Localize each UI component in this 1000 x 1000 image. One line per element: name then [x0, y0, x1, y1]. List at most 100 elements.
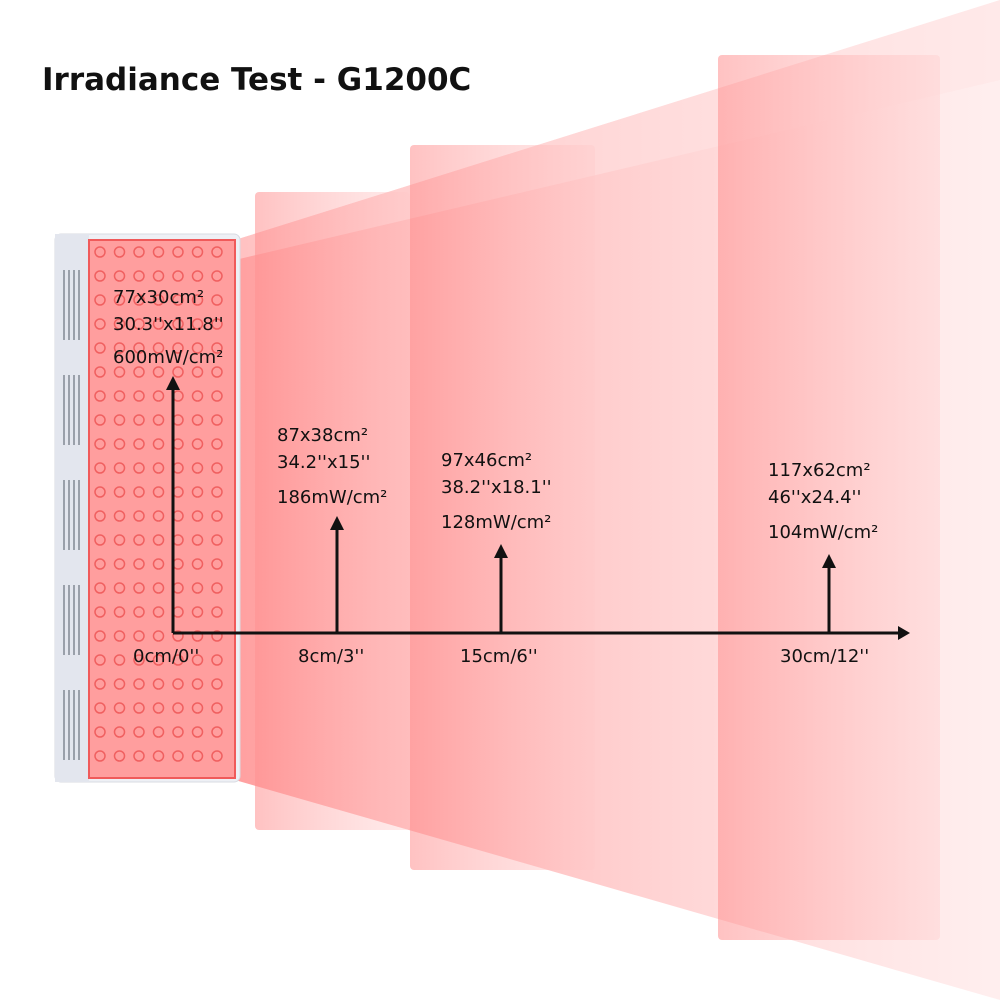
led-icon — [211, 630, 223, 642]
led-icon — [133, 726, 145, 738]
led-icon — [211, 438, 223, 450]
led-icon — [113, 414, 126, 426]
led-icon — [191, 414, 204, 426]
vent-slot — [73, 690, 75, 760]
plane-15cm — [410, 145, 595, 870]
vent-slot — [63, 375, 65, 445]
distance-2: 15cm/6'' — [460, 646, 538, 667]
led-icon — [191, 750, 204, 762]
led-icon — [133, 366, 145, 378]
led-icon — [113, 534, 126, 546]
vent-slot — [68, 375, 70, 445]
led-icon — [113, 558, 126, 570]
led-icon — [113, 462, 126, 474]
vent-slot — [73, 585, 75, 655]
led-icon — [133, 510, 145, 522]
led-icon — [211, 342, 223, 354]
led-icon — [152, 606, 165, 618]
led-icon — [191, 246, 204, 258]
led-icon — [94, 534, 106, 546]
area-cm-1: 87x38cm² — [277, 425, 369, 446]
area-cm-3: 117x62cm² — [768, 460, 871, 481]
led-icon — [172, 270, 184, 282]
led-icon — [94, 438, 106, 450]
distance-0: 0cm/0'' — [133, 646, 200, 667]
led-icon — [172, 342, 184, 354]
led-icon — [191, 462, 204, 474]
led-icon — [211, 534, 223, 546]
area-in-2: 38.2''x18.1'' — [441, 477, 552, 498]
led-icon — [191, 630, 204, 642]
led-icon — [172, 654, 184, 666]
led-icon — [152, 750, 165, 762]
area-cm-0: 77x30cm² — [113, 287, 205, 308]
led-icon — [191, 486, 204, 498]
led-icon — [211, 750, 223, 762]
led-icon — [191, 510, 204, 522]
vent-slot — [78, 270, 80, 340]
area-cm-2: 97x46cm² — [441, 450, 533, 471]
led-icon — [113, 246, 126, 258]
led-icon — [152, 294, 165, 306]
area-in-3: 46''x24.4'' — [768, 487, 862, 508]
led-icon — [94, 414, 106, 426]
led-icon — [172, 630, 184, 642]
led-icon — [133, 318, 145, 330]
led-icon — [152, 510, 165, 522]
led-icon — [172, 246, 184, 258]
led-icon — [211, 606, 223, 618]
led-icon — [133, 750, 145, 762]
led-icon — [211, 558, 223, 570]
led-icon — [94, 678, 106, 690]
led-icon — [152, 366, 165, 378]
led-icon — [152, 246, 165, 258]
led-icon — [94, 510, 106, 522]
led-icon — [211, 702, 223, 714]
led-icon — [133, 270, 145, 282]
vent-slot — [78, 375, 80, 445]
irradiance-0: 600mW/cm² — [113, 347, 224, 368]
led-icon — [211, 486, 223, 498]
plane-8cm — [255, 192, 410, 830]
led-icon — [152, 558, 165, 570]
vent-slot — [78, 480, 80, 550]
page-title: Irradiance Test - G1200C — [42, 62, 472, 98]
led-icon — [133, 438, 145, 450]
led-icon — [133, 558, 145, 570]
vent-slot — [78, 690, 80, 760]
led-icon — [94, 654, 106, 666]
led-icon — [191, 678, 204, 690]
led-icon — [191, 582, 204, 594]
led-icon — [152, 390, 165, 402]
led-icon — [94, 294, 106, 306]
led-icon — [191, 294, 204, 306]
distance-axis — [166, 376, 910, 640]
vent-slot — [63, 585, 65, 655]
led-icon — [172, 318, 184, 330]
led-icon — [133, 534, 145, 546]
led-icon — [152, 342, 165, 354]
led-icon — [211, 414, 223, 426]
led-icon — [211, 270, 223, 282]
vent-slot — [68, 690, 70, 760]
led-icon — [191, 606, 204, 618]
led-icon — [113, 390, 126, 402]
led-icon — [94, 486, 106, 498]
plane-30cm — [718, 55, 940, 940]
led-icon — [172, 678, 184, 690]
led-icon — [94, 318, 106, 330]
led-icon — [113, 750, 126, 762]
led-icon — [94, 702, 106, 714]
led-icon — [133, 630, 145, 642]
led-icon — [113, 702, 126, 714]
led-icon — [113, 342, 126, 354]
led-icon — [191, 342, 204, 354]
irradiance-2: 128mW/cm² — [441, 512, 552, 533]
irradiance-1: 186mW/cm² — [277, 487, 388, 508]
led-icon — [191, 390, 204, 402]
led-icon — [152, 414, 165, 426]
led-icon — [94, 270, 106, 282]
led-icon — [133, 486, 145, 498]
led-icon — [94, 366, 106, 378]
led-icon — [94, 606, 106, 618]
